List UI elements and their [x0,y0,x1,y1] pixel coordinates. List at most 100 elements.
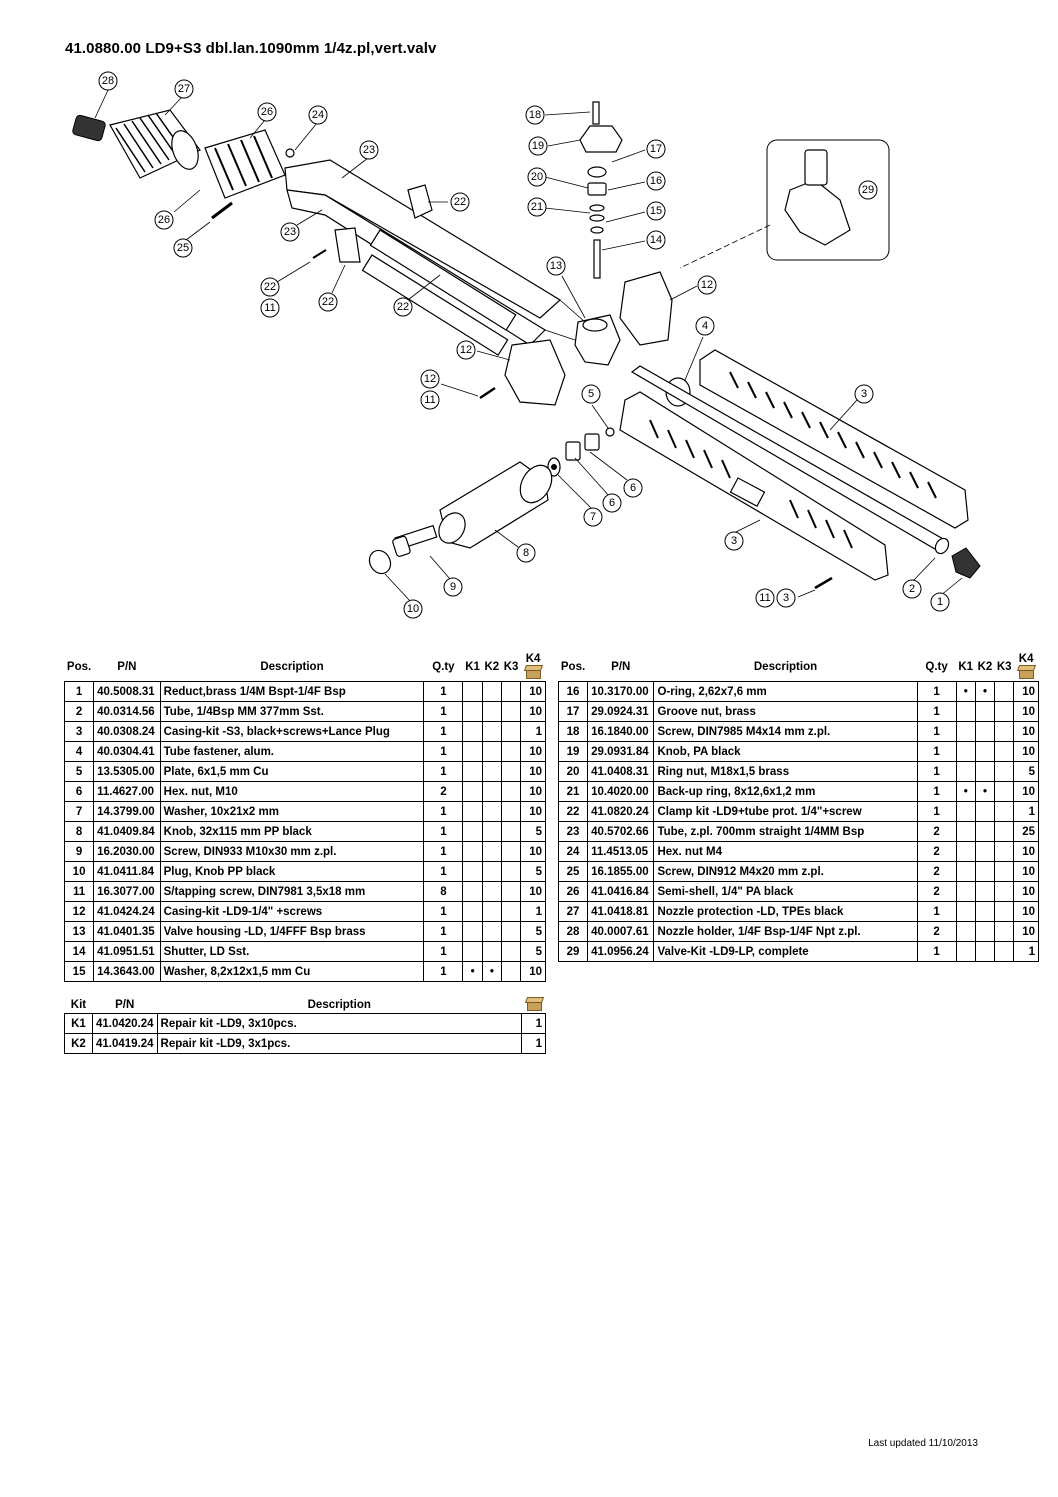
k2-cell [974,801,996,822]
callout-22d: 22 [393,297,413,317]
screw-25-drawing [211,201,233,220]
description-cell: Casing-kit -LD9-1/4" +screws [159,901,425,922]
pn-cell: 29.0931.84 [587,741,655,762]
k2-cell [481,721,502,742]
k3-cell [500,761,522,782]
qty-cell: 8 [423,881,464,902]
k1-cell [462,801,483,822]
pn-cell: 41.0418.81 [587,901,655,922]
k2-cell [974,721,996,742]
k2-cell [974,741,996,762]
pos-cell: 22 [557,801,589,822]
description-cell: Tube, z.pl. 700mm straight 1/4MM Bsp [653,821,918,842]
col-k1: K1 [956,653,976,682]
exploded-parts-diagram: 28 27 26 24 23 22 26 25 23 22 11 22 22 1… [72,71,981,619]
pn-cell: 41.0408.31 [587,761,655,782]
package-icon [526,997,542,1011]
description-cell: Valve-Kit -LD9-LP, complete [653,941,918,962]
nozzle-holder-drawing [72,114,106,142]
svg-text:20: 20 [531,171,543,183]
svg-text:9: 9 [450,581,456,593]
qty-cell: 1 [423,701,464,722]
k2-cell [481,841,502,862]
svg-text:11: 11 [424,394,435,406]
description-cell: Hex. nut M4 [653,841,918,862]
svg-text:27: 27 [178,83,190,95]
valve-stack-drawing [579,101,623,279]
k2-cell: • [481,961,502,982]
qty-cell: 1 [423,681,464,702]
k3-cell [994,801,1015,822]
k2-cell [481,681,502,702]
qty-cell: 1 [423,761,464,782]
page-title: 41.0880.00 LD9+S3 dbl.lan.1090mm 1/4z.pl… [65,40,437,57]
pn-cell: 41.0416.84 [587,881,655,902]
k3-cell [994,761,1015,782]
svg-text:1: 1 [937,596,943,608]
callout-22: 22 [450,192,470,212]
qty-cell: 2 [916,921,957,942]
description-cell: Shutter, LD Sst. [159,941,425,962]
inner-tube-drawing [630,365,950,555]
col-k4: K4 [1013,653,1039,682]
svg-text:12: 12 [424,373,436,385]
k1-cell [462,921,483,942]
pos-cell: 14 [63,941,95,962]
callout-21: 21 [527,197,547,217]
k3-cell [994,941,1015,962]
qty-cell: 1 [423,841,464,862]
qty-cell: 1 [916,701,957,722]
pos-cell: 5 [63,761,95,782]
k3-cell [994,921,1015,942]
svg-text:2: 2 [909,583,915,595]
pack-cell: 10 [1013,741,1039,762]
k3-cell [500,941,522,962]
pn-cell: 41.0951.51 [93,941,161,962]
pack-cell: 10 [520,781,546,802]
qty-cell: 1 [423,901,464,922]
callout-11b: 11 [420,390,440,410]
svg-text:24: 24 [312,109,324,121]
callout-8: 8 [516,543,536,563]
pn-cell: 41.0424.24 [93,901,161,922]
svg-text:22: 22 [264,281,276,293]
qty-cell: 1 [423,741,464,762]
k1-cell [955,941,976,962]
qty-cell: 1 [423,921,464,942]
pos-cell: 1 [63,681,95,702]
svg-text:19: 19 [532,140,544,152]
col-kit: Kit [64,996,93,1014]
screw-11-drawing [814,576,833,590]
col-pn: P/N [92,996,158,1014]
pack-cell: 10 [520,701,546,722]
callout-2: 2 [902,579,922,599]
svg-text:11: 11 [759,592,770,604]
callout-22b: 22 [260,277,280,297]
pack-cell: 1 [520,901,546,922]
callout-6b: 6 [602,493,622,513]
k3-cell [500,881,522,902]
pack-cell: 10 [1013,901,1039,922]
k2-cell [481,741,502,762]
svg-text:22: 22 [454,196,466,208]
k2-cell [481,781,502,802]
callout-19: 19 [528,136,548,156]
pack-cell: 10 [1013,861,1039,882]
col-pn: P/N [93,653,161,682]
pn-cell: 10.4020.00 [587,781,655,802]
k3-cell [994,881,1015,902]
col-pos: Pos. [558,653,588,682]
